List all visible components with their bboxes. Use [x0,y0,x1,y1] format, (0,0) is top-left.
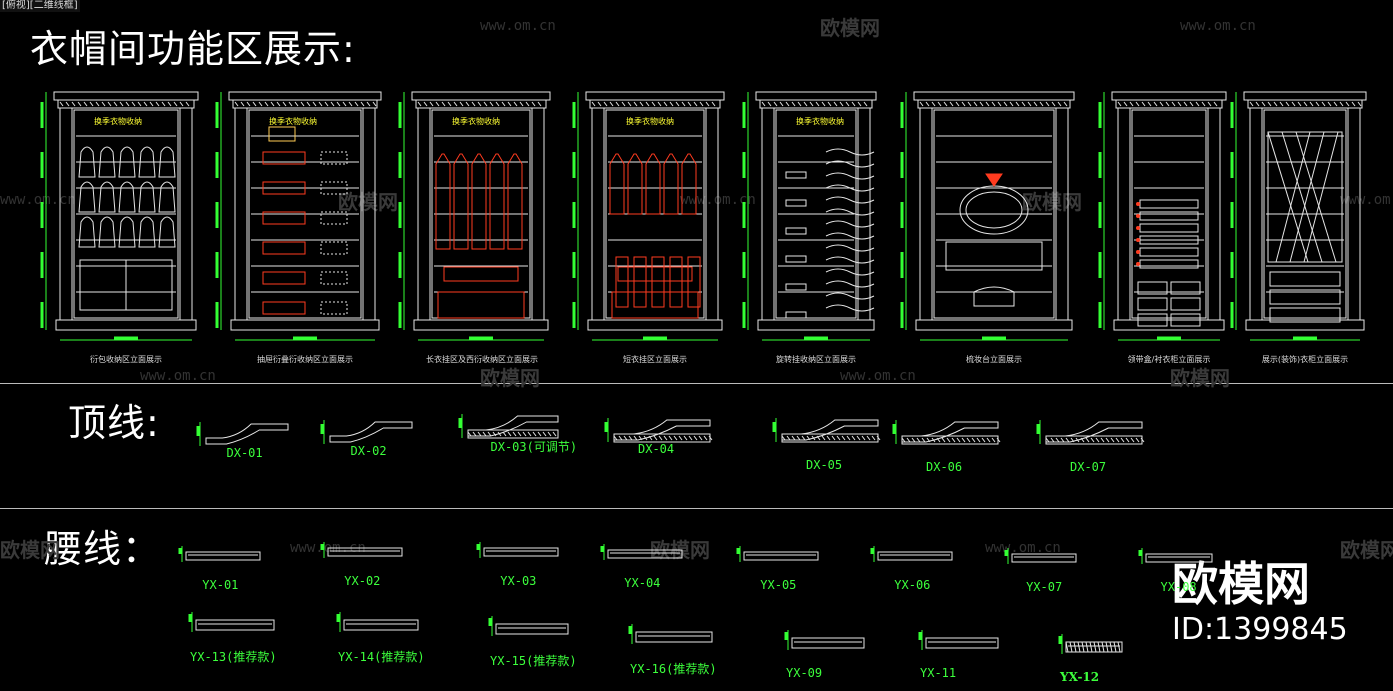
waist-moulding-code: YX-16(推荐款) [630,662,717,676]
waist-moulding-profile[interactable] [870,546,953,562]
crown-moulding-code: DX-03(可调节) [490,440,578,454]
waist-moulding-profile[interactable] [784,630,865,650]
crown-moulding-code: DX-01 [226,446,263,460]
crown-moulding-profile[interactable] [1036,420,1145,445]
watermark-brand: 欧模网 [1170,366,1230,390]
waist-moulding-profile[interactable] [488,616,569,636]
model-id-watermark: ID:1399845 [1172,612,1348,647]
crown-moulding-code: DX-06 [926,460,963,474]
viewport-label[interactable]: [俯视][二维线框] [0,0,80,12]
waist-moulding-profile[interactable] [336,612,419,632]
waist-moulding-profile[interactable] [476,542,559,558]
section-separator [0,508,1393,509]
dimension-lines [1098,92,1220,341]
wardrobe-elevation[interactable] [228,91,382,331]
wardrobe-section-title: 衣帽间功能区展示: [30,27,356,71]
watermark-brand: 欧模网 [820,16,880,40]
crown-moulding-profile[interactable] [772,418,881,443]
wardrobe-caption: 领带盒/衬衣柜立面展示 [1127,355,1211,364]
brand-watermark-large: 欧模网 [1172,557,1310,611]
watermark-url: www.om.cn [480,18,556,34]
crown-moulding-profile[interactable] [196,422,289,446]
crown-moulding-code: DX-07 [1070,460,1107,474]
wardrobe-caption: 展示(装饰)衣柜立面展示 [1261,355,1349,364]
wardrobe-elevation[interactable] [53,91,199,331]
crown-moulding-code: DX-04 [638,442,675,456]
watermark-brand: 欧模网 [1022,190,1082,214]
wardrobe-elevation[interactable] [755,91,877,331]
dimension-lines [900,92,1068,341]
wardrobe-elevation[interactable] [585,91,725,331]
watermark-brand: 欧模网 [1340,538,1393,562]
wardrobe-zone-label: 换季衣物收纳 [626,117,674,126]
waist-moulding-profile[interactable] [1058,634,1123,654]
watermark-url: www.om.cn [1340,192,1393,208]
wardrobe-caption: 衍包收纳区立面展示 [90,355,162,364]
wardrobe-elevation[interactable] [1111,91,1227,331]
wardrobe-elevation[interactable] [1243,91,1367,331]
wardrobe-caption: 长衣挂区及西衍收纳区立面展示 [426,355,538,364]
crown-moulding-profile[interactable] [458,414,559,439]
waist-moulding-profile[interactable] [918,630,999,650]
watermark-brand: 欧模网 [338,190,398,214]
watermark-url: www.om.cn [0,192,76,208]
waist-moulding-profile[interactable] [320,542,403,558]
watermark-url: www.om.cn [140,368,216,384]
waist-moulding-profile[interactable] [736,546,819,562]
crown-section-title: 顶线: [68,401,160,445]
crown-moulding-code: DX-05 [806,458,843,472]
wardrobe-caption: 短衣挂区立面展示 [623,355,687,364]
waist-moulding-code: YX-15(推荐款) [490,654,577,668]
waist-moulding-profile[interactable] [600,544,683,560]
watermark-url: www.om.cn [985,540,1061,556]
waist-moulding-code: YX-09 [786,666,823,680]
waist-moulding-code: YX-02 [344,574,381,588]
waist-moulding-profile[interactable] [1138,548,1213,564]
waist-moulding-code: YX-07 [1026,580,1063,594]
waist-section-title: 腰线： [44,527,162,571]
waist-moulding-code: YX-05 [760,578,797,592]
watermark-url: www.om.cn [840,368,916,384]
dimension-lines [40,92,192,341]
waist-moulding-profile[interactable] [188,612,275,632]
watermark-brand: 欧模网 [480,366,540,390]
dimension-lines [742,92,870,341]
dimension-lines [572,92,718,341]
wardrobe-caption: 梳妆台立面展示 [966,355,1022,364]
crown-moulding-profile[interactable] [604,418,713,443]
waist-moulding-code: YX-06 [894,578,931,592]
waist-moulding-code: YX-13(推荐款) [190,650,277,664]
wardrobe-zone-label: 换季衣物收纳 [796,117,844,126]
watermark-brand: 欧模网 [0,538,60,562]
section-separator [0,383,1393,384]
watermark-url: www.om.cn [1180,18,1256,34]
waist-moulding-profile[interactable] [178,546,261,562]
crown-moulding-profile[interactable] [892,420,1001,445]
waist-moulding-code: YX-11 [920,666,957,680]
waist-moulding-profile[interactable] [1004,548,1077,564]
waist-moulding-code: YX-01 [202,578,239,592]
wardrobe-caption: 旋转挂收纳区立面展示 [776,355,856,364]
wardrobe-zone-label: 换季衣物收纳 [94,117,142,126]
waist-moulding-code: YX-08 [1160,580,1197,594]
dimension-lines [398,92,544,341]
wardrobe-caption: 抽屉衍叠衍收纳区立面展示 [257,355,353,364]
waist-moulding-code: YX-03 [500,574,537,588]
waist-moulding-code: YX-12 [1060,670,1100,684]
crown-moulding-code: DX-02 [350,444,387,458]
crown-moulding-profile[interactable] [320,420,413,444]
wardrobe-elevation[interactable] [913,91,1075,331]
dimension-lines [215,92,375,341]
wardrobe-zone-label: 换季衣物收纳 [452,117,500,126]
waist-moulding-code: YX-04 [624,576,661,590]
wardrobe-elevation[interactable] [411,91,551,331]
dimension-lines [1230,92,1360,341]
wardrobe-zone-label: 换季衣物收纳 [269,117,317,126]
waist-moulding-profile[interactable] [628,624,713,644]
waist-moulding-code: YX-14(推荐款) [338,650,425,664]
